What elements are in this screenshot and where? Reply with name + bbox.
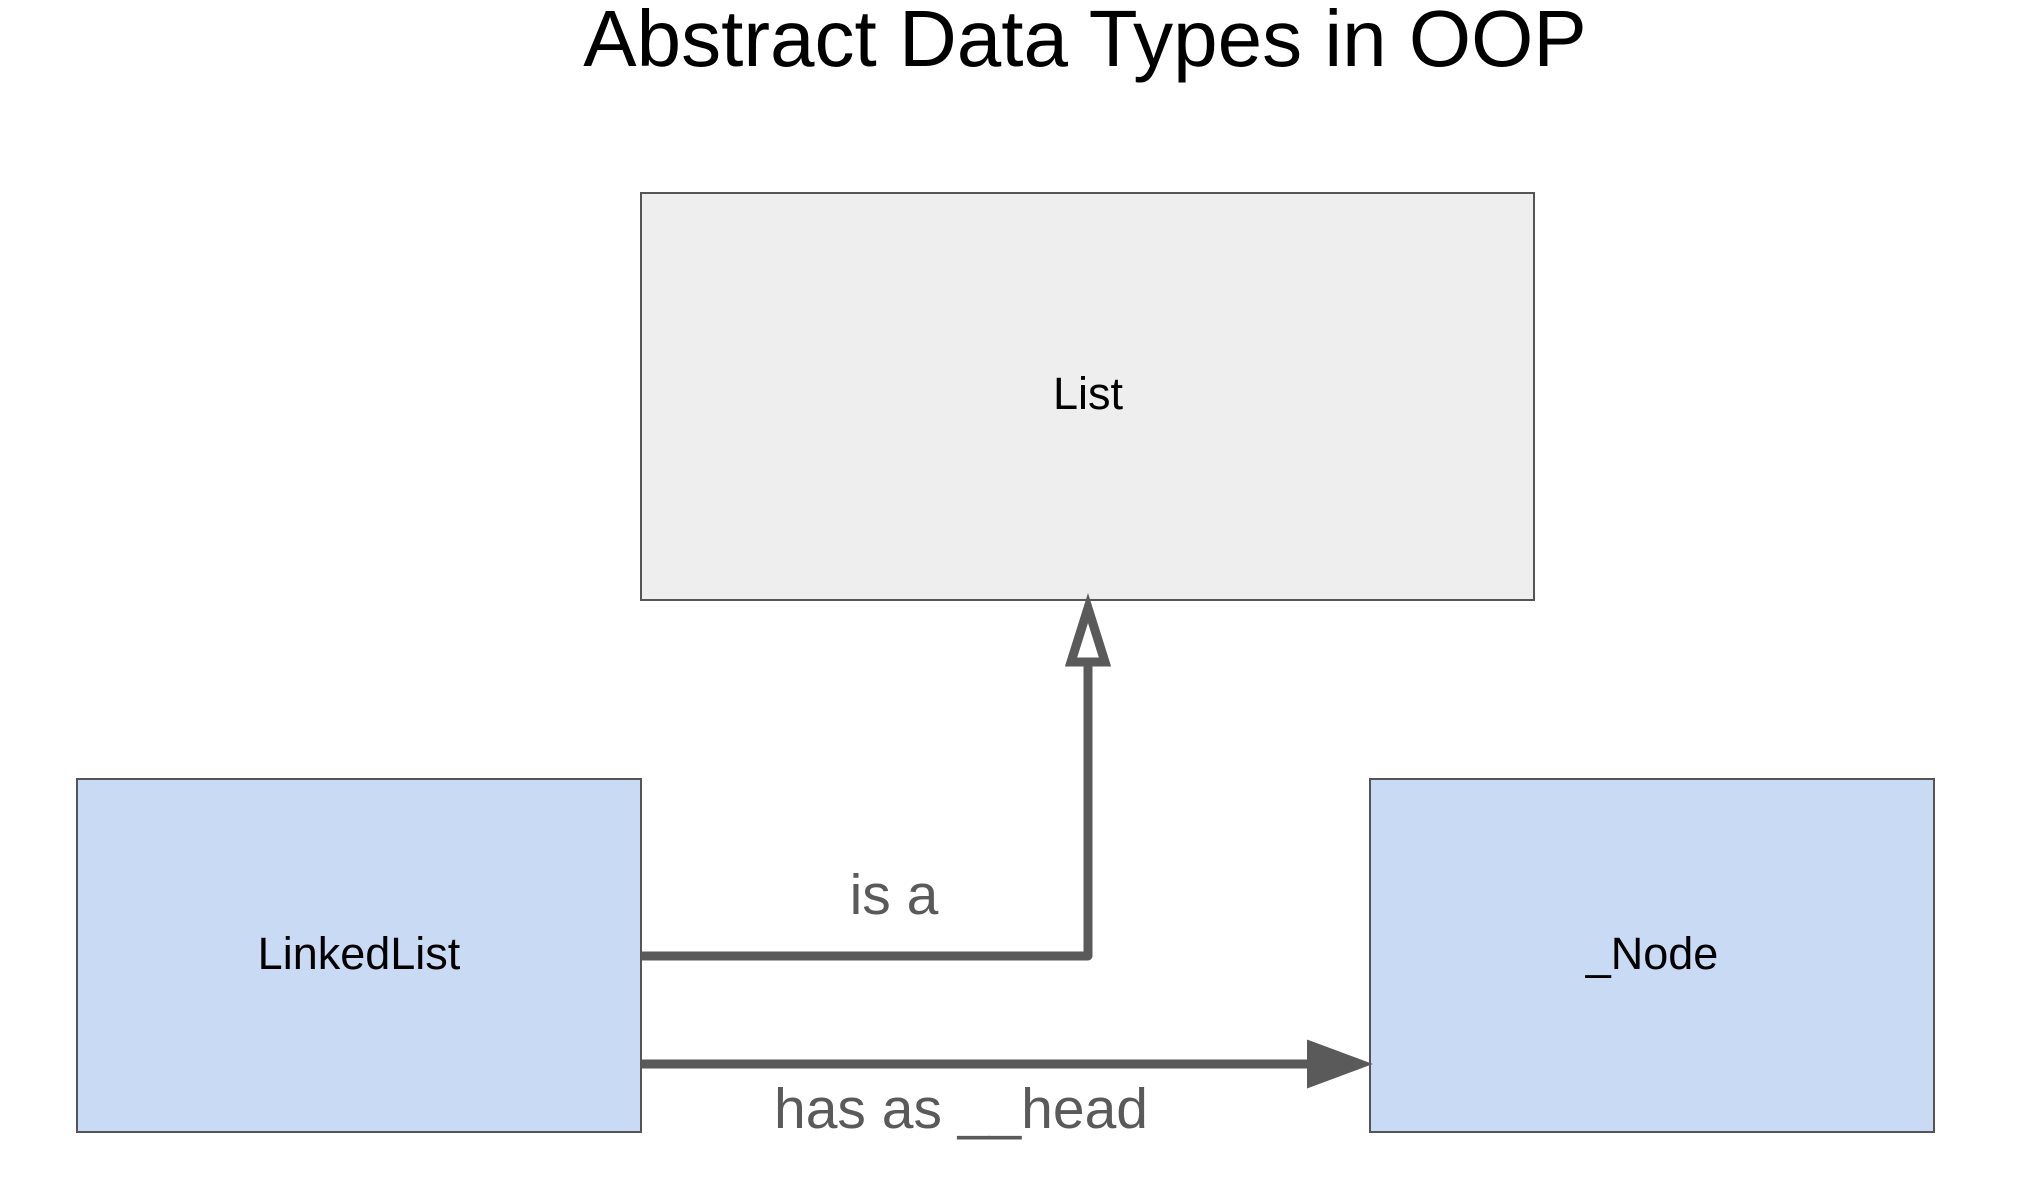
node-linkedlist-label: LinkedList (258, 928, 461, 979)
node-list: List (640, 192, 1535, 601)
edge-inheritance: is a (641, 593, 1112, 961)
edge-inheritance-label: is a (850, 863, 939, 927)
edge-association: has as __head (641, 1039, 1373, 1141)
node-underscore-node: _Node (1369, 778, 1935, 1133)
inheritance-arrowhead-icon (1064, 593, 1112, 667)
node-list-label: List (1053, 368, 1124, 419)
node-linkedlist-box (76, 778, 642, 1133)
edge-inheritance-line (641, 662, 1093, 961)
node-linkedlist: LinkedList (76, 778, 642, 1133)
diagram-title: Abstract Data Types in OOP (583, 0, 1586, 83)
node-underscore-node-label: _Node (1585, 928, 1719, 979)
node-underscore-node-box (1369, 778, 1935, 1133)
association-arrowhead-icon (1307, 1039, 1373, 1089)
node-list-box (640, 192, 1535, 601)
edge-association-label: has as __head (774, 1077, 1148, 1141)
